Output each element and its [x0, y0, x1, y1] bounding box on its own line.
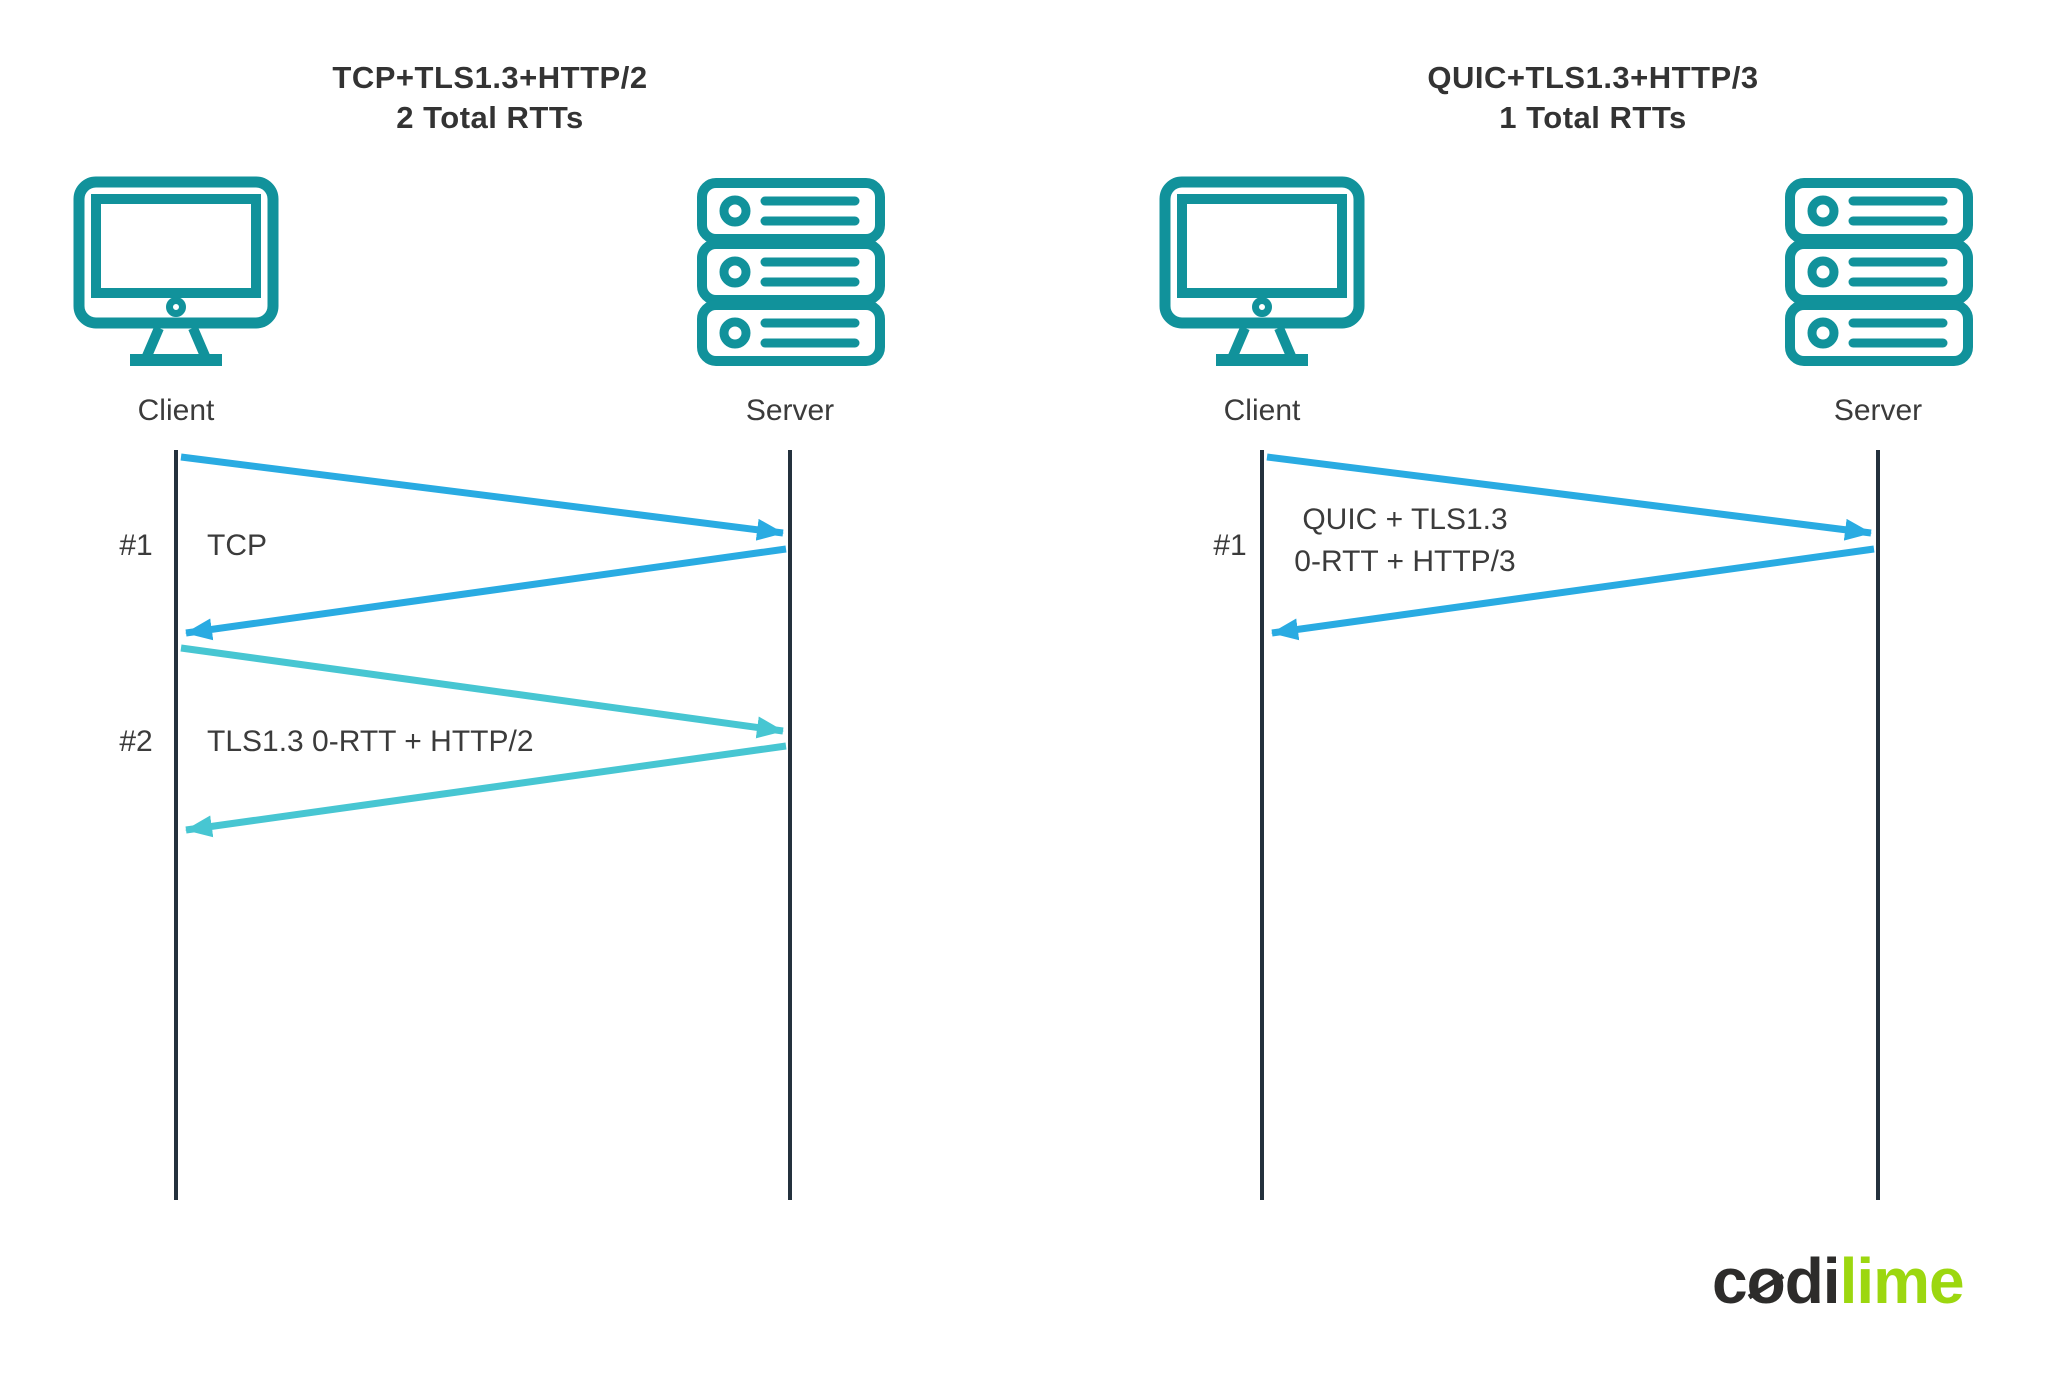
right-server-label: Server — [1833, 394, 1923, 427]
right-rtt1-response-arrow — [1271, 545, 1875, 641]
logo-letters-di: di — [1784, 1245, 1841, 1317]
right-rtt1-request-arrow — [1266, 453, 1872, 541]
right-rtt1-label: QUIC + TLS1.3 0-RTT + HTTP/3 — [1255, 499, 1555, 583]
logo-letters-lime: lime — [1839, 1245, 1965, 1317]
logo-letter-c: c — [1712, 1245, 1748, 1317]
right-rtt1-label-line2: 0-RTT + HTTP/3 — [1294, 545, 1516, 578]
right-rtt1-label-line1: QUIC + TLS1.3 — [1302, 503, 1508, 536]
right-title-line2: 1 Total RTTs — [1499, 100, 1687, 135]
left-server-icon-box — [697, 178, 885, 373]
left-rtt2-label: TLS1.3 0-RTT + HTTP/2 — [207, 725, 534, 758]
left-rtt1-index: #1 — [119, 529, 153, 562]
left-rtt2-response-arrow — [185, 742, 787, 838]
left-rtt1-request-arrow — [180, 453, 784, 541]
client-monitor-icon — [73, 176, 279, 366]
right-rtt1-index: #1 — [1213, 529, 1247, 562]
codilime-logo: codilime — [1712, 1244, 1965, 1318]
left-rtt2-index: #2 — [119, 725, 153, 758]
server-rack-icon — [697, 178, 885, 366]
left-client-label: Client — [137, 394, 215, 427]
right-title-line1: QUIC+TLS1.3+HTTP/3 — [1427, 60, 1759, 95]
left-server-label: Server — [745, 394, 835, 427]
right-diagram-title: QUIC+TLS1.3+HTTP/3 1 Total RTTs — [1343, 58, 1843, 138]
logo-slashed-o: o — [1746, 1245, 1786, 1317]
right-server-icon-box — [1785, 178, 1973, 373]
left-title-line1: TCP+TLS1.3+HTTP/2 — [332, 60, 648, 95]
right-client-label: Client — [1223, 394, 1301, 427]
server-rack-icon — [1785, 178, 1973, 366]
left-rtt2-request-arrow — [180, 644, 784, 739]
left-rtt1-response-arrow — [185, 545, 787, 641]
client-monitor-icon — [1159, 176, 1365, 366]
left-diagram-title: TCP+TLS1.3+HTTP/2 2 Total RTTs — [240, 58, 740, 138]
right-client-icon-box — [1159, 176, 1365, 373]
left-client-icon-box — [73, 176, 279, 373]
left-title-line2: 2 Total RTTs — [396, 100, 584, 135]
left-rtt1-label: TCP — [207, 529, 267, 562]
